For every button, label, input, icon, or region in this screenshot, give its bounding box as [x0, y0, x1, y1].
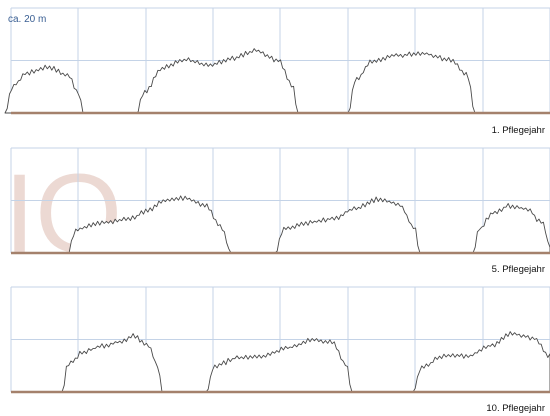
growth-panel: 5. Pflegejahr — [10, 147, 550, 275]
panel-grid — [10, 7, 550, 113]
year-label: 1. Pflegejahr — [492, 125, 545, 136]
shrub-outline — [274, 196, 421, 254]
year-label: 10. Pflegejahr — [486, 403, 545, 414]
growth-panel: 10. Pflegejahr — [10, 286, 550, 414]
year-label: 5. Pflegejahr — [492, 264, 545, 275]
shrub-outline — [61, 333, 163, 393]
shrub-outline — [205, 337, 353, 393]
watermark-numeral: IO — [4, 151, 122, 276]
shrub-outline — [347, 51, 476, 114]
shrub-outline — [472, 203, 550, 254]
panel-grid — [10, 286, 550, 392]
shrub-outline — [4, 64, 84, 114]
shrub-outline — [412, 331, 550, 393]
scale-label: ca. 20 m — [8, 14, 46, 25]
growth-panel: 1. Pflegejahr — [4, 7, 550, 136]
shrub-outline — [66, 195, 232, 254]
shrub-outline — [135, 48, 299, 114]
